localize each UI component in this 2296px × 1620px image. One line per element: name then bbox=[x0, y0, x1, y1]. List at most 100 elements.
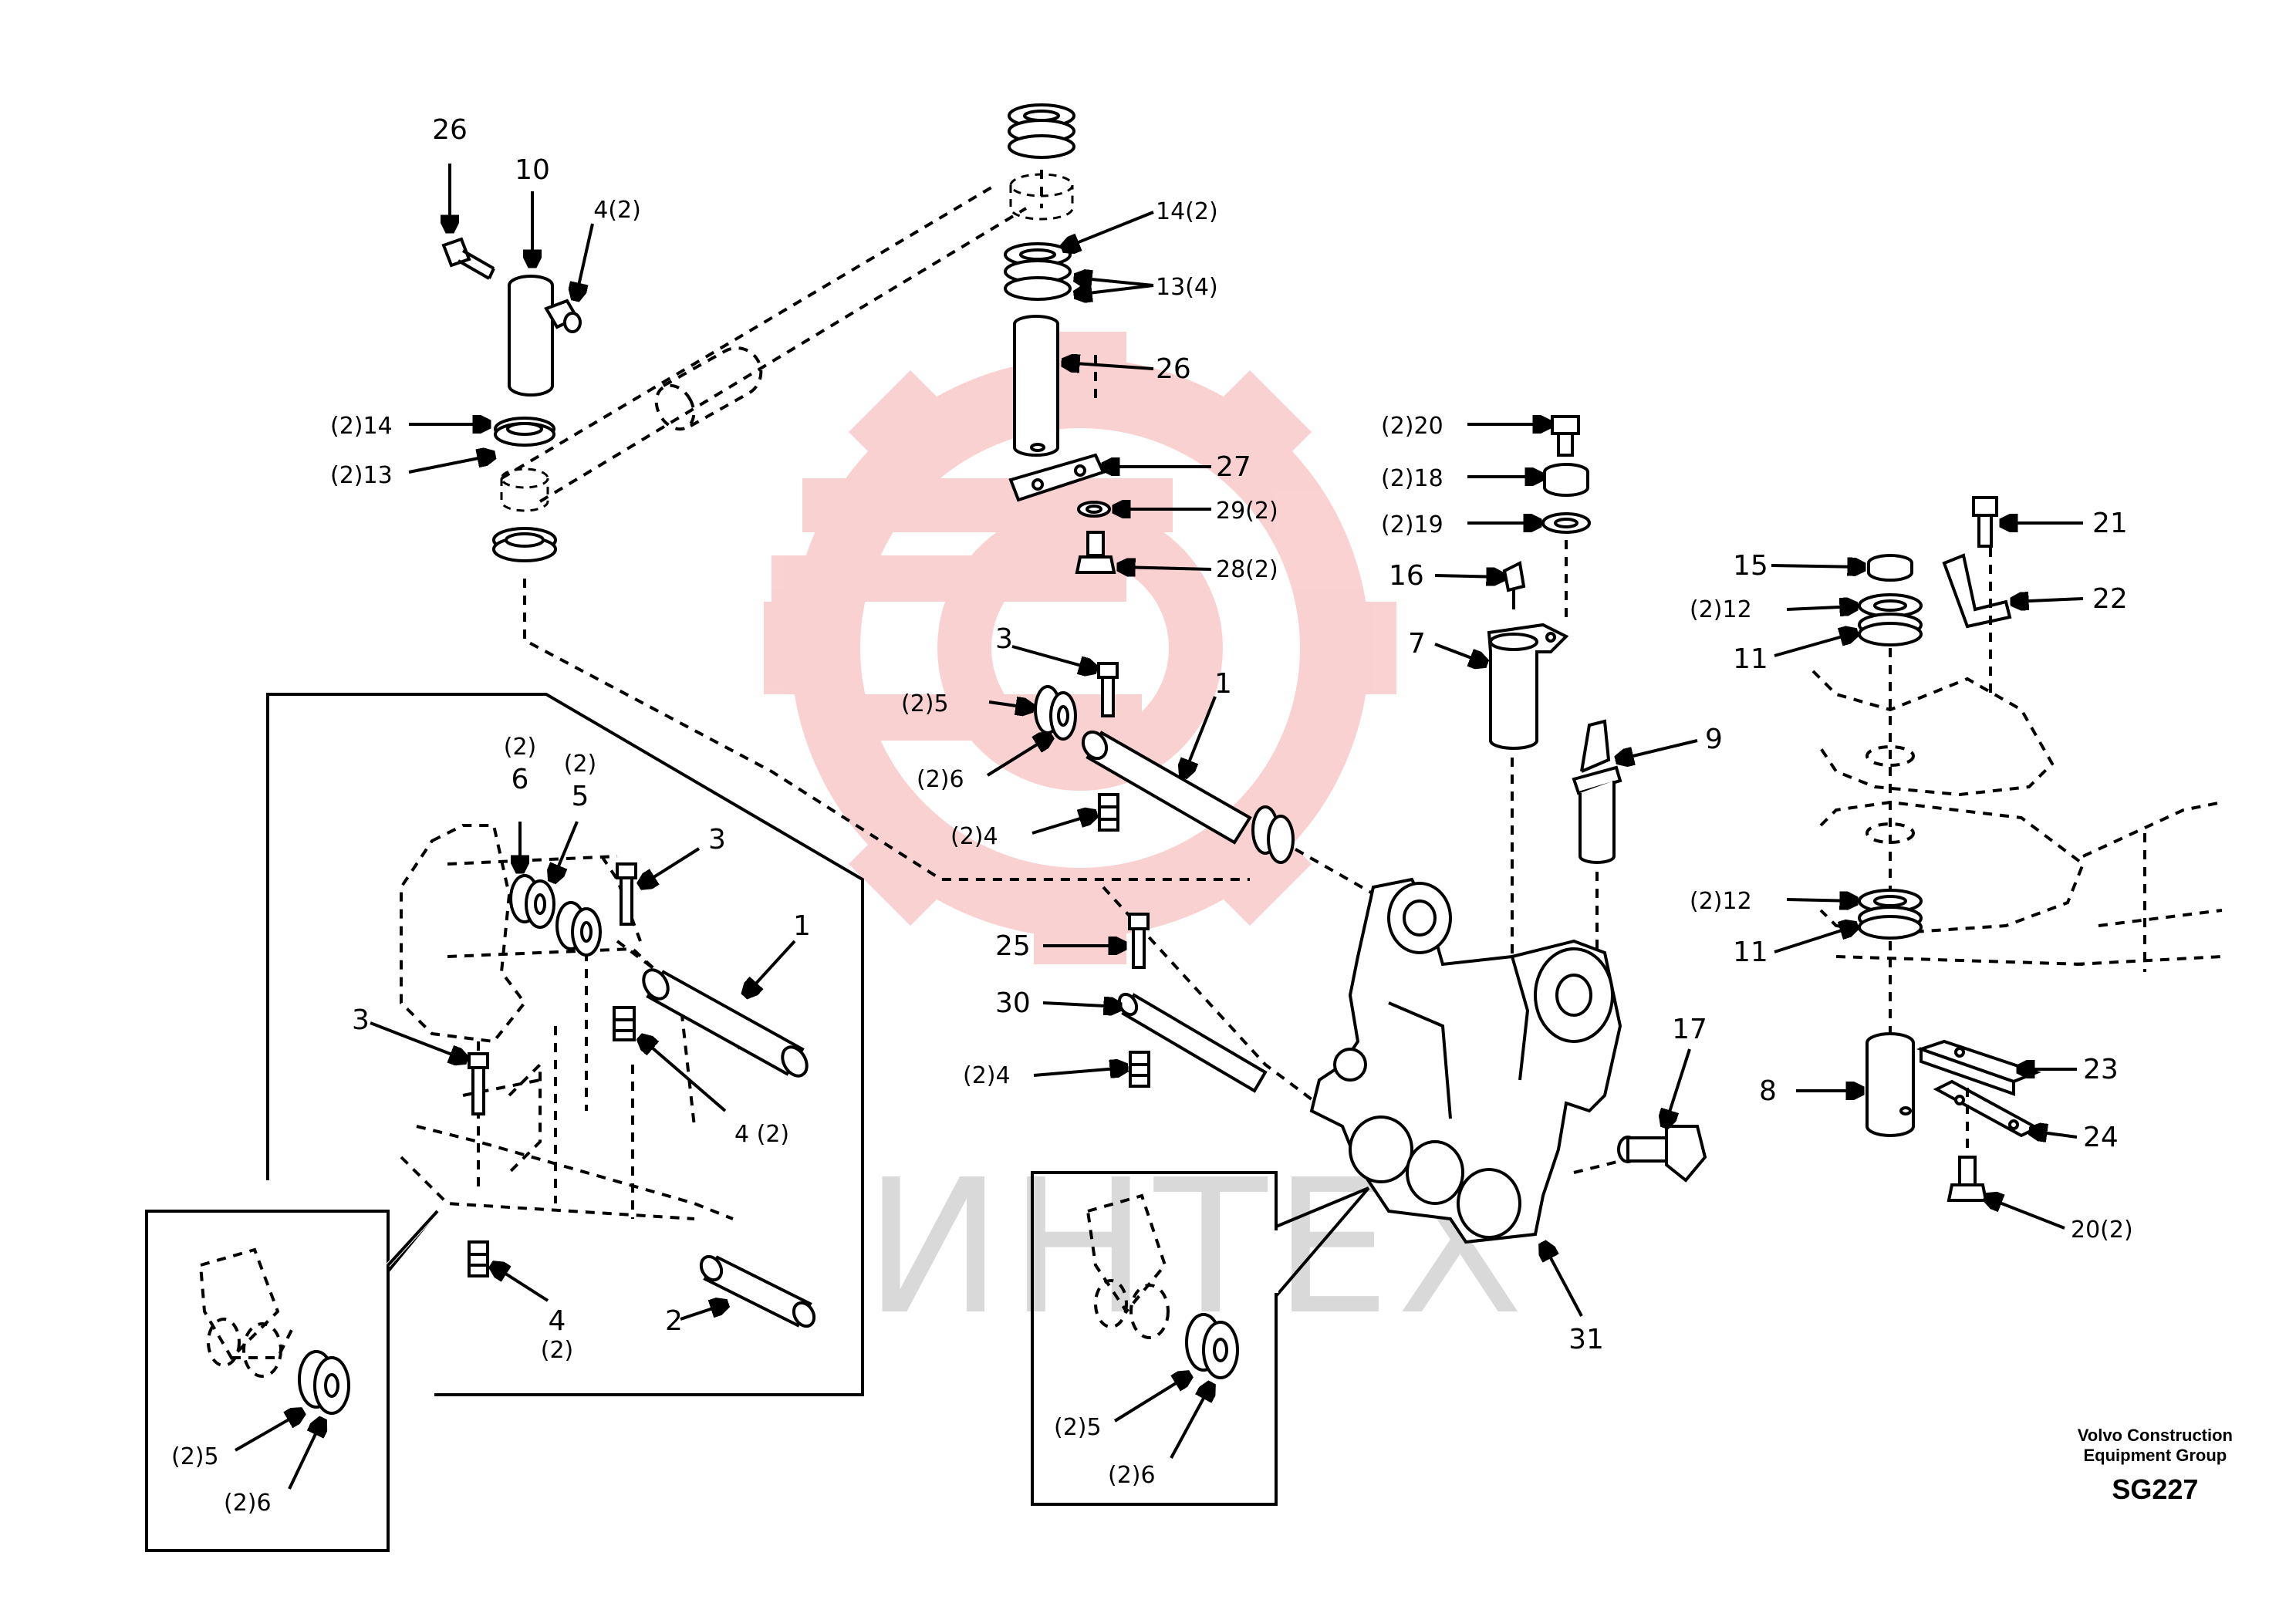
footer-credit: Volvo Construction Equipment Group SG227 bbox=[2078, 1426, 2233, 1506]
part-15-cap bbox=[1867, 554, 1913, 582]
callout-29-2: 29(2) bbox=[1216, 498, 1278, 525]
company-line-2: Equipment Group bbox=[2083, 1446, 2227, 1465]
part-21-bolt bbox=[1972, 496, 1998, 548]
callout-2-20: (2)20 bbox=[1381, 413, 1443, 440]
inset-callout-5-qty: (2) bbox=[564, 751, 597, 778]
part-7-pin bbox=[1487, 623, 1569, 750]
callout-2-18: (2)18 bbox=[1381, 465, 1443, 492]
part-26-pin-mid bbox=[1013, 315, 1059, 457]
callout-labels: 26 10 4(2) (2)14 (2)13 14(2) 13(4) 26 27… bbox=[171, 114, 2133, 1517]
inset-callout-3-a: 3 bbox=[708, 824, 726, 856]
part-4-nut-top bbox=[544, 299, 582, 333]
callout-11-low: 11 bbox=[1733, 937, 1768, 968]
callout-1-mid: 1 bbox=[1214, 668, 1232, 700]
inset-callout-2: 2 bbox=[665, 1305, 683, 1337]
arm-dashed-right bbox=[1811, 548, 2223, 972]
part-31-bracket bbox=[1309, 877, 1622, 1244]
callout-2-12-top: (2)12 bbox=[1690, 596, 1752, 623]
callout-26-top: 26 bbox=[432, 114, 468, 146]
leader-arrows bbox=[235, 164, 2084, 1490]
detail1-callout-2-5: (2)5 bbox=[171, 1443, 219, 1470]
inset-callout-1: 1 bbox=[793, 910, 811, 942]
watermark-gear-icon bbox=[764, 332, 1396, 964]
part-19-washer bbox=[1541, 512, 1591, 534]
part-26-bolt-top bbox=[441, 237, 495, 280]
part-23-plate bbox=[1916, 1039, 2041, 1096]
callout-2-19: (2)19 bbox=[1381, 511, 1443, 538]
callout-17: 17 bbox=[1672, 1014, 1707, 1045]
inset-callout-4: 4 bbox=[549, 1305, 566, 1337]
callout-13-4: 13(4) bbox=[1156, 274, 1218, 301]
detail-box-2 bbox=[1031, 1171, 1370, 1506]
part-13-washer-stack-top bbox=[1008, 103, 1075, 221]
callout-16: 16 bbox=[1389, 560, 1424, 592]
detail2-callout-2-5: (2)5 bbox=[1054, 1414, 1102, 1441]
callout-26-mid: 26 bbox=[1156, 353, 1191, 385]
part-28-bolt bbox=[1075, 531, 1116, 574]
callout-2-6-mid: (2)6 bbox=[917, 766, 964, 793]
callout-15: 15 bbox=[1733, 550, 1768, 582]
callout-22: 22 bbox=[2092, 583, 2128, 615]
part-14-washer-lower bbox=[492, 527, 557, 562]
part-1-pin-mid bbox=[1081, 730, 1295, 864]
callout-2-13: (2)13 bbox=[330, 462, 393, 489]
part-22-bracket bbox=[1942, 553, 2012, 629]
part-13-bushing-top bbox=[500, 467, 549, 512]
inset-callout-6: 6 bbox=[512, 764, 529, 795]
part-11-bushing-low bbox=[1858, 906, 1923, 940]
callout-8: 8 bbox=[1759, 1075, 1777, 1107]
part-18-cap bbox=[1543, 463, 1589, 497]
callout-7: 7 bbox=[1408, 628, 1426, 660]
callout-28-2: 28(2) bbox=[1216, 556, 1278, 583]
inset-callout-6-qty: (2) bbox=[504, 734, 537, 761]
part-20-bolt bbox=[1551, 415, 1580, 457]
callout-23: 23 bbox=[2083, 1054, 2119, 1085]
inset-large-box bbox=[266, 693, 864, 1396]
callout-2-5-mid: (2)5 bbox=[901, 690, 949, 717]
part-8-pin bbox=[1866, 1032, 1915, 1137]
part-17-fitting bbox=[1617, 1125, 1707, 1183]
part-3-bolt-mid bbox=[1097, 662, 1119, 717]
callout-2-4-low: (2)4 bbox=[963, 1062, 1011, 1089]
inset-callout-5: 5 bbox=[572, 781, 589, 812]
callout-20-2: 20(2) bbox=[2071, 1217, 2133, 1244]
detail-box-1 bbox=[145, 1209, 440, 1552]
part-24-plate bbox=[1933, 1079, 2041, 1138]
part-4-nut-low bbox=[1129, 1051, 1150, 1088]
callout-21: 21 bbox=[2092, 508, 2128, 539]
callout-30: 30 bbox=[995, 987, 1031, 1019]
part-11-bushing-top bbox=[1858, 613, 1923, 646]
callout-24: 24 bbox=[2083, 1122, 2119, 1153]
callout-3-mid: 3 bbox=[995, 623, 1013, 655]
company-line-1: Volvo Construction bbox=[2077, 1426, 2233, 1445]
part-14-washer-stack-mid bbox=[1004, 242, 1072, 301]
callout-31: 31 bbox=[1568, 1324, 1604, 1355]
part-14-washer-top bbox=[494, 417, 555, 447]
part-9-pin bbox=[1572, 719, 1622, 864]
detail2-callout-2-6: (2)6 bbox=[1108, 1462, 1156, 1489]
inset-callout-4-qty: (2) bbox=[541, 1337, 574, 1364]
part-10-pin bbox=[508, 275, 554, 397]
callout-2-14: (2)14 bbox=[330, 413, 393, 440]
callout-9: 9 bbox=[1705, 724, 1723, 755]
part-16-grease-nipple bbox=[1502, 561, 1526, 609]
part-30-pin bbox=[1117, 992, 1268, 1093]
part-12-seal-top bbox=[1858, 593, 1923, 618]
callout-2-12-low: (2)12 bbox=[1690, 888, 1752, 915]
callout-10: 10 bbox=[515, 154, 550, 186]
callout-14-2: 14(2) bbox=[1156, 198, 1218, 225]
part-20-bolt-right bbox=[1947, 1156, 1988, 1202]
callout-27: 27 bbox=[1216, 451, 1251, 483]
part-25-bolt bbox=[1128, 913, 1150, 969]
callout-4-2-top: 4(2) bbox=[593, 197, 641, 224]
callout-25: 25 bbox=[995, 930, 1031, 962]
callout-2-4-mid: (2)4 bbox=[950, 823, 998, 850]
part-29-washer bbox=[1077, 501, 1111, 518]
detail1-callout-2-6: (2)6 bbox=[224, 1490, 272, 1517]
part-4-nut-mid bbox=[1098, 793, 1119, 832]
inset-callout-4-2: 4 (2) bbox=[734, 1121, 789, 1148]
cylinder-dashed bbox=[654, 346, 763, 431]
drawing-code: SG227 bbox=[2112, 1473, 2199, 1505]
part-5-6-washers-mid bbox=[1034, 685, 1077, 741]
